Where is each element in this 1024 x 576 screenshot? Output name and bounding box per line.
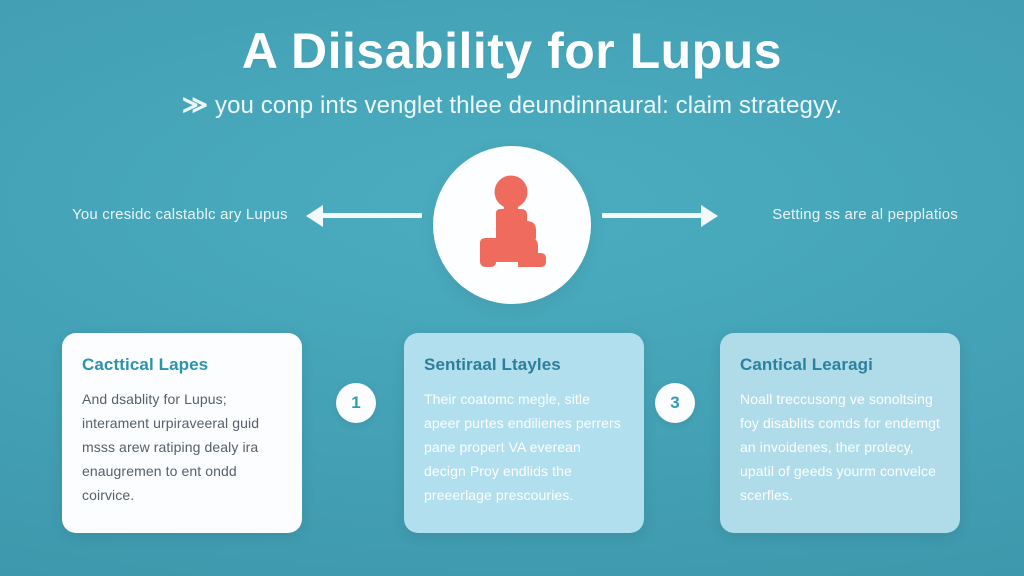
hero-circle [433, 146, 591, 304]
subtitle-row: ≫ you conp ints venglet thlee deundinnau… [0, 92, 1024, 120]
right-arrow-label: Setting ss are al pepplatios [772, 206, 958, 223]
double-chevron-right-icon: ≫ [181, 90, 208, 119]
step-badge-1: 1 [336, 383, 376, 423]
arrow-left-line [318, 213, 422, 218]
cards-row: Cacttical Lapes And dsablity for Lupus; … [0, 333, 1024, 538]
info-card-1: Cacttical Lapes And dsablity for Lupus; … [62, 333, 302, 533]
person-figure-icon [480, 175, 546, 267]
card-body: Noall treccusong ve sonoltsing foy disab… [740, 391, 940, 504]
page-subtitle: you conp ints venglet thlee deundinnaura… [215, 92, 843, 119]
info-card-3: Cantical Learagi Noall treccusong ve son… [720, 333, 960, 533]
arrow-left-icon [306, 205, 323, 227]
card-body: And dsablity for Lupus; interament urpir… [82, 391, 260, 504]
page-title: A Diisability for Lupus [241, 23, 783, 79]
card-title: Sentiraal Ltayles [424, 355, 561, 374]
header: A Diisability for Lupus ≫ you conp ints … [0, 24, 1024, 120]
arrow-right-line [602, 213, 706, 218]
info-card-2: Sentiraal Ltayles Their coatomc megle, s… [404, 333, 644, 533]
arrow-right-icon [701, 205, 718, 227]
card-body: Their coatomc megle, sitle apeer purtes … [424, 391, 621, 504]
left-arrow-label: You cresidc calstablc ary Lupus [72, 206, 288, 223]
step-badge-2: 3 [655, 383, 695, 423]
card-title: Cantical Learagi [740, 355, 873, 374]
card-title: Cacttical Lapes [82, 355, 209, 374]
